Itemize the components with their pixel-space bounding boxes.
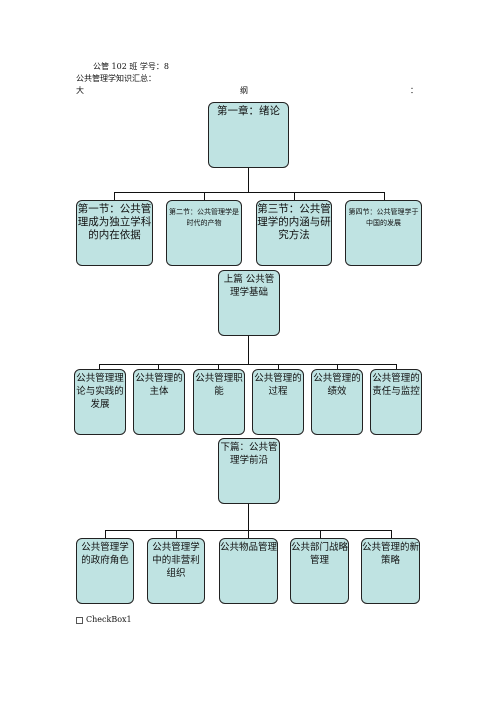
connector <box>248 168 249 192</box>
part1-item-3: 公共管理职能 <box>193 369 245 435</box>
summary-title: 公共管理学知识汇总： <box>76 74 156 83</box>
part2-box: 下篇：公共管理学前沿 <box>218 438 280 504</box>
part2-item-5: 公共管理的新策略 <box>361 538 420 604</box>
part2-item-1: 公共管理学的政府角色 <box>76 538 134 604</box>
connector <box>99 364 396 365</box>
section-3-box: 第三节：公共管理学的内涵与研究方法 <box>256 200 332 266</box>
connector <box>391 530 392 538</box>
connector <box>114 192 115 200</box>
outline-mid: 纲 <box>240 86 248 95</box>
chapter1-box: 第一章：绪论 <box>208 102 289 168</box>
connector <box>294 192 295 200</box>
part1-item-6: 公共管理的责任与监控 <box>370 369 422 435</box>
connector <box>337 364 338 369</box>
outline-right: ： <box>410 86 418 95</box>
connector <box>278 364 279 369</box>
connector <box>218 364 219 369</box>
connector <box>248 530 249 538</box>
part2-item-2: 公共管理学中的非营利组织 <box>147 538 205 604</box>
part1-item-2: 公共管理的主体 <box>133 369 185 435</box>
connector <box>248 336 249 364</box>
part2-item-4: 公共部门战略管理 <box>290 538 349 604</box>
outline-left: 大 <box>76 86 84 95</box>
part1-item-1: 公共管理理论与实践的发展 <box>74 369 126 435</box>
connector <box>384 192 385 200</box>
part1-item-4: 公共管理的过程 <box>252 369 304 435</box>
section-4-box: 第四节：公共管理学于中国的发展 <box>345 200 422 266</box>
connector <box>99 364 100 369</box>
connector <box>396 364 397 369</box>
connector <box>320 530 321 538</box>
part2-item-3: 公共物品管理 <box>219 538 278 604</box>
checkbox-square[interactable] <box>76 616 83 624</box>
connector <box>158 364 159 369</box>
part1-box: 上篇 公共管理学基础 <box>218 270 280 336</box>
connector <box>176 530 177 538</box>
part1-item-5: 公共管理的绩效 <box>311 369 363 435</box>
section-2-box: 第二节：公共管理学是时代的产物 <box>166 200 242 266</box>
section-1-box: 第一节：公共管理成为独立学科的内在依据 <box>76 200 153 266</box>
checkbox1[interactable]: CheckBox1 <box>76 615 132 625</box>
checkbox-label: CheckBox1 <box>86 615 132 624</box>
connector <box>105 530 106 538</box>
connector <box>114 192 384 193</box>
connector <box>248 504 249 530</box>
student-info: 公管 102 班 学号：8 <box>93 62 169 71</box>
connector <box>204 192 205 200</box>
